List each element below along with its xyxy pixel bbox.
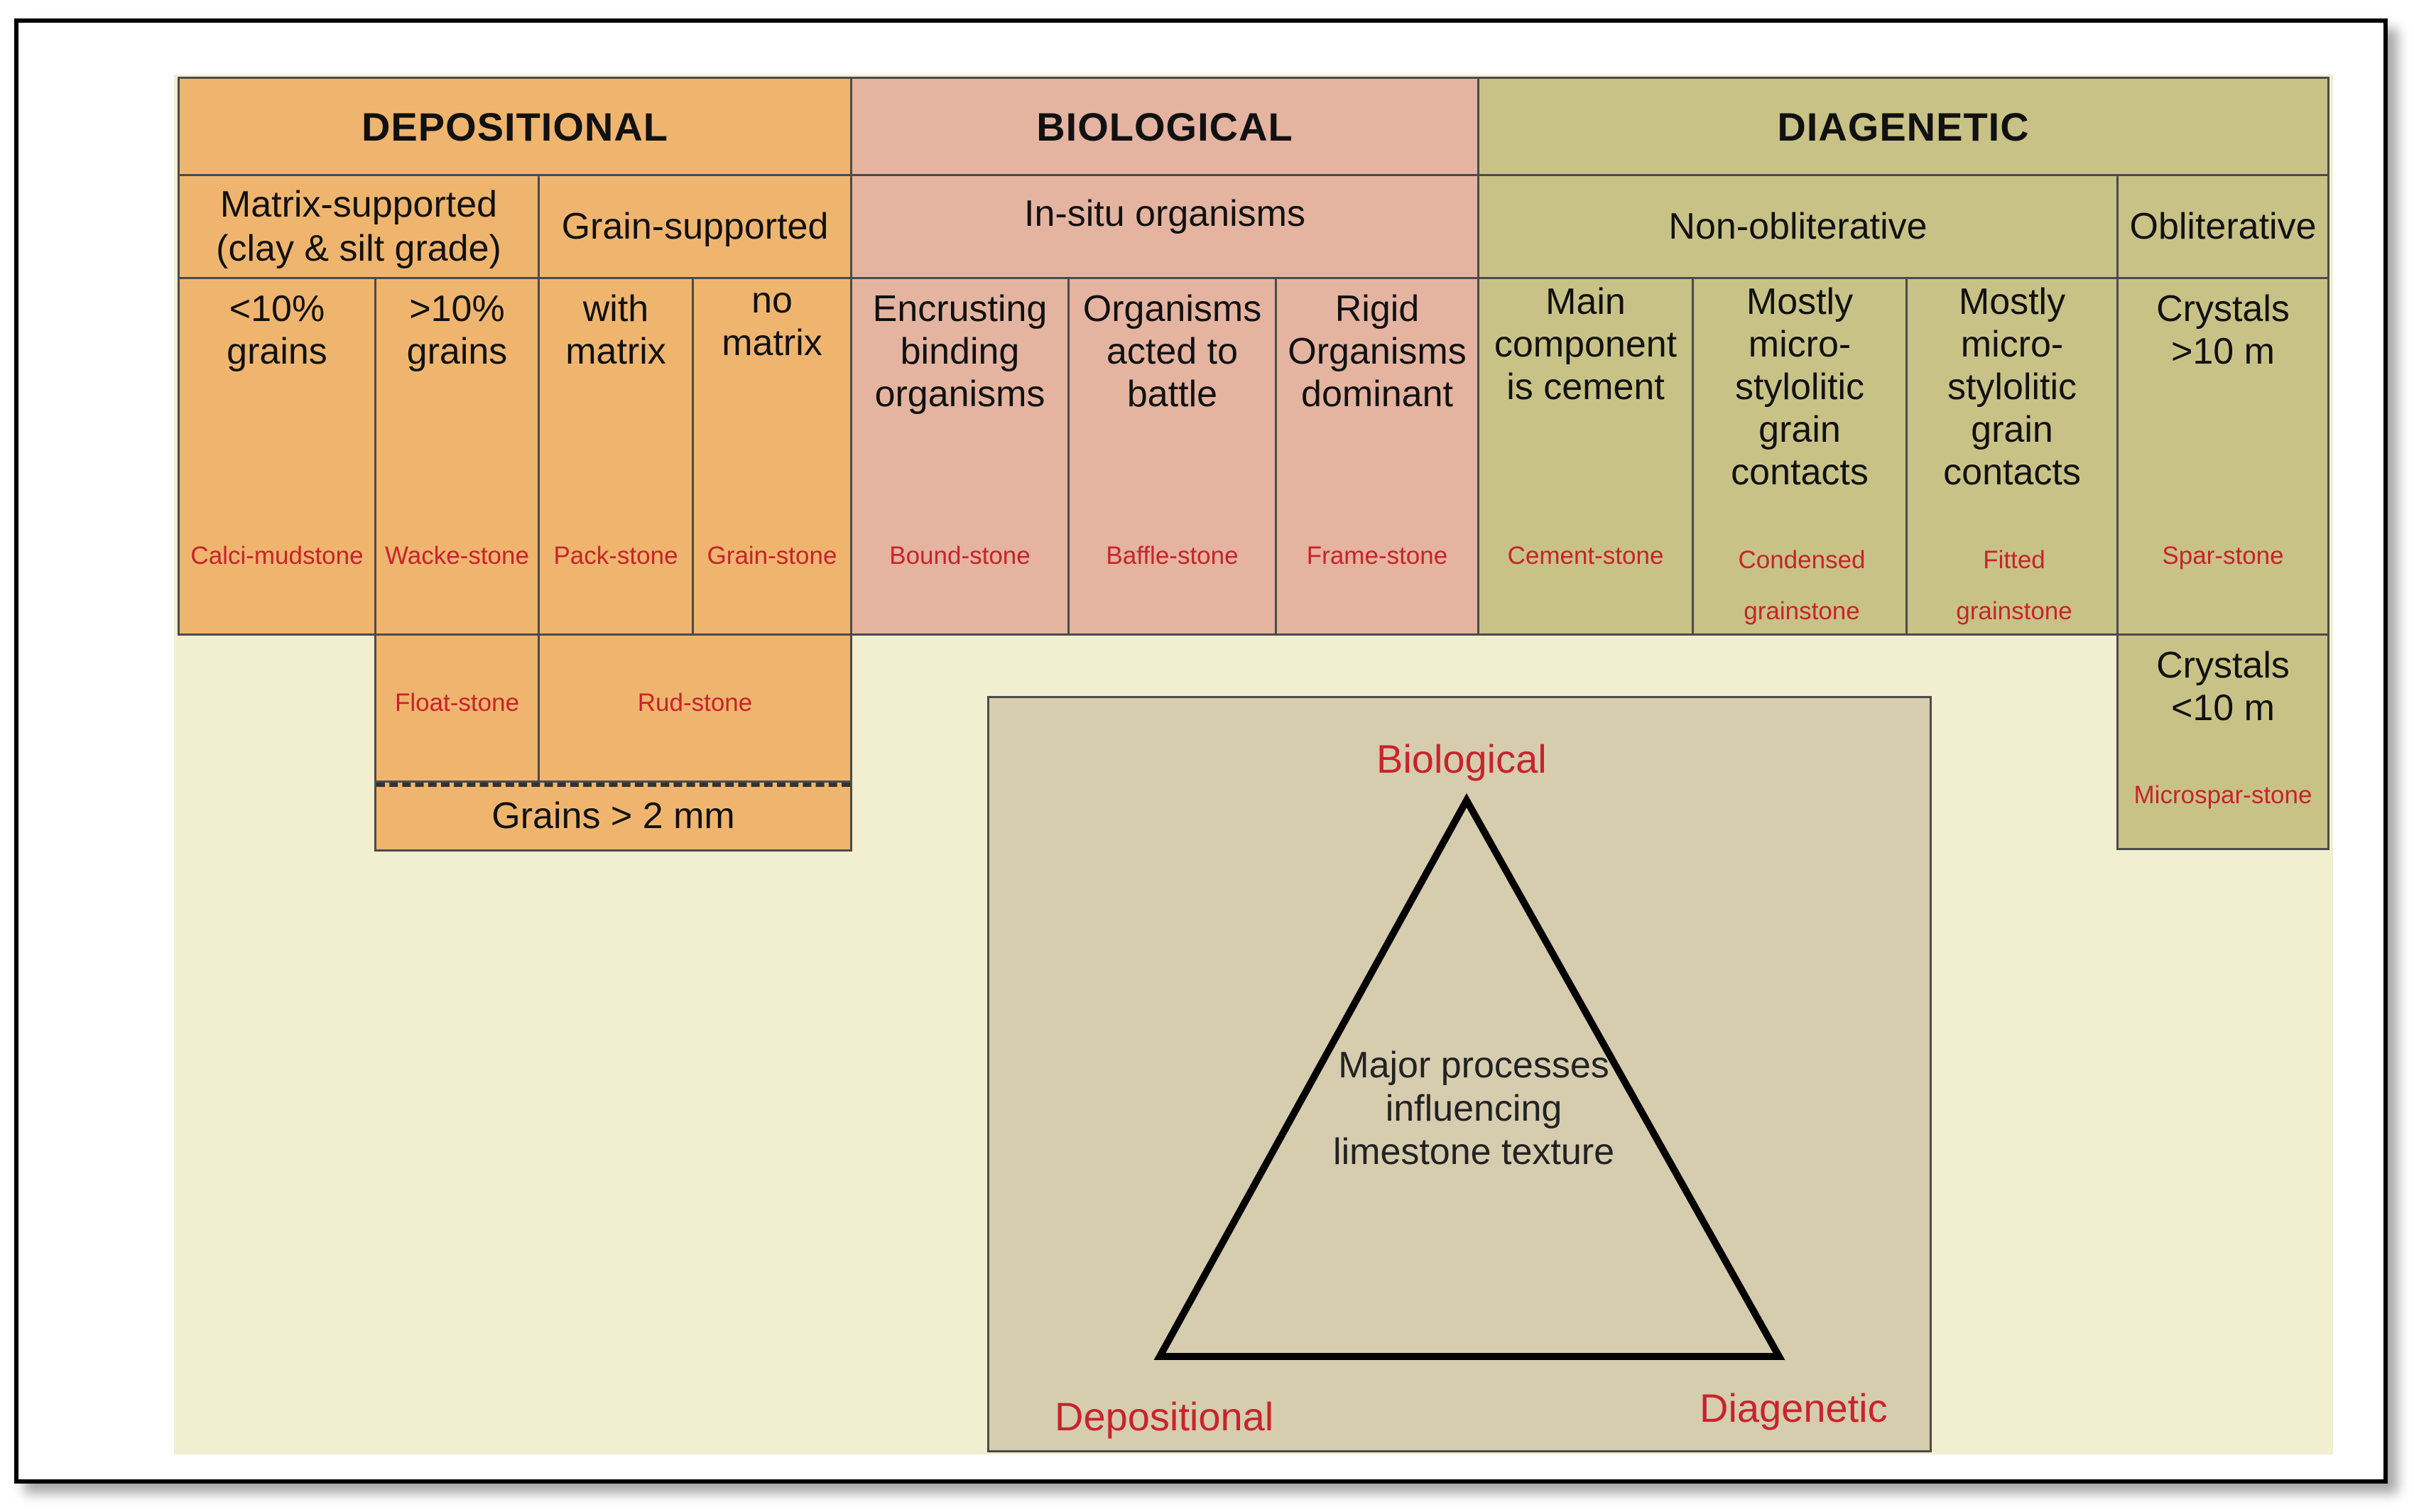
column-description: Organisms acted to battle (1082, 288, 1262, 415)
column-description: with matrix (565, 288, 666, 372)
column-bound-stone: Encrusting binding organisms Bound-stone (850, 277, 1070, 636)
column-description: Mostly micro-stylolitic grain contacts (1731, 281, 1869, 493)
column-frame-stone: Rigid Organisms dominant Frame-stone (1275, 277, 1479, 636)
subheader-non-obliterative: Non-obliterative (1477, 174, 2119, 279)
header-biological: BIOLOGICAL (850, 77, 1479, 176)
column-description: <10% grains (227, 288, 327, 372)
column-description: Mostly micro-stylolitic grain contacts (1943, 281, 2081, 493)
subheader-matrix-supported: Matrix-supported (clay & silt grade) (178, 174, 540, 279)
rock-name: Pack-stone (553, 542, 678, 570)
column-calci-mudstone: <10% grains Calci-mudstone (178, 277, 376, 636)
triangle-label-diagenetic: Diagenetic (1700, 1386, 1888, 1430)
column-description: Crystals <10 m (2156, 645, 2290, 729)
rock-name: Rud-stone (637, 689, 753, 717)
column-grain-stone: no matrix Grain-stone (692, 277, 852, 636)
header-diagenetic-label: DIAGENETIC (1777, 104, 2030, 149)
column-description: Crystals >10 m (2156, 288, 2290, 372)
triangle-center-text: Major processes influencing limestone te… (1333, 1045, 1614, 1173)
process-triangle-panel (987, 696, 1932, 1452)
rock-name: Cement-stone (1507, 542, 1664, 570)
column-wacke-stone: >10% grains Wacke-stone (374, 277, 540, 636)
column-condensed-grainstone: Mostly micro-stylolitic grain contacts C… (1692, 277, 1908, 636)
subheader-grain-supported: Grain-supported (538, 174, 852, 279)
grains-size-cell: Grains > 2 mm (374, 781, 852, 852)
column-microspar-stone: Crystals <10 m Microspar-stone (2116, 633, 2329, 850)
rock-name: Baffle-stone (1106, 542, 1239, 570)
column-description: >10% grains (406, 288, 508, 372)
rock-name: Fitted grainstone (1956, 546, 2072, 625)
column-cement-stone: Main component is cement Cement-stone (1477, 277, 1694, 636)
rock-name: Bound-stone (889, 542, 1031, 570)
column-description: Main component is cement (1494, 281, 1678, 408)
dashed-divider (376, 783, 850, 787)
column-description: Encrusting binding organisms (872, 288, 1048, 415)
subheader-in-situ-label: In-situ organisms (1024, 193, 1305, 234)
header-biological-label: BIOLOGICAL (1036, 104, 1293, 149)
rock-name: Spar-stone (2162, 542, 2284, 570)
triangle-label-biological: Biological (1376, 736, 1547, 781)
column-description: Rigid Organisms dominant (1288, 288, 1467, 415)
triangle-label-depositional: Depositional (1055, 1394, 1274, 1439)
subheader-matrix-supported-label: Matrix-supported (clay & silt grade) (216, 184, 501, 269)
column-pack-stone: with matrix Pack-stone (538, 277, 694, 636)
rock-name: Condensed grainstone (1738, 546, 1866, 625)
rock-name: Frame-stone (1306, 542, 1448, 570)
header-diagenetic: DIAGENETIC (1477, 77, 2329, 176)
subheader-obliterative-label: Obliterative (2129, 206, 2317, 247)
subheader-non-obliterative-label: Non-obliterative (1668, 206, 1928, 247)
column-description: no matrix (722, 280, 822, 364)
rock-name: Float-stone (394, 689, 520, 717)
subheader-obliterative: Obliterative (2116, 174, 2329, 279)
rock-name: Grain-stone (707, 542, 837, 570)
float-stone-cell: Float-stone (374, 633, 540, 783)
column-fitted-grainstone: Mostly micro-stylolitic grain contacts F… (1905, 277, 2119, 636)
subheader-grain-supported-label: Grain-supported (561, 206, 829, 247)
rud-stone-cell: Rud-stone (538, 633, 852, 783)
rock-name: Microspar-stone (2133, 781, 2312, 809)
rock-name: Wacke-stone (385, 542, 529, 570)
header-depositional-label: DEPOSITIONAL (361, 104, 669, 149)
grains-size-label: Grains > 2 mm (491, 795, 735, 837)
rock-name: Calci-mudstone (190, 542, 364, 570)
